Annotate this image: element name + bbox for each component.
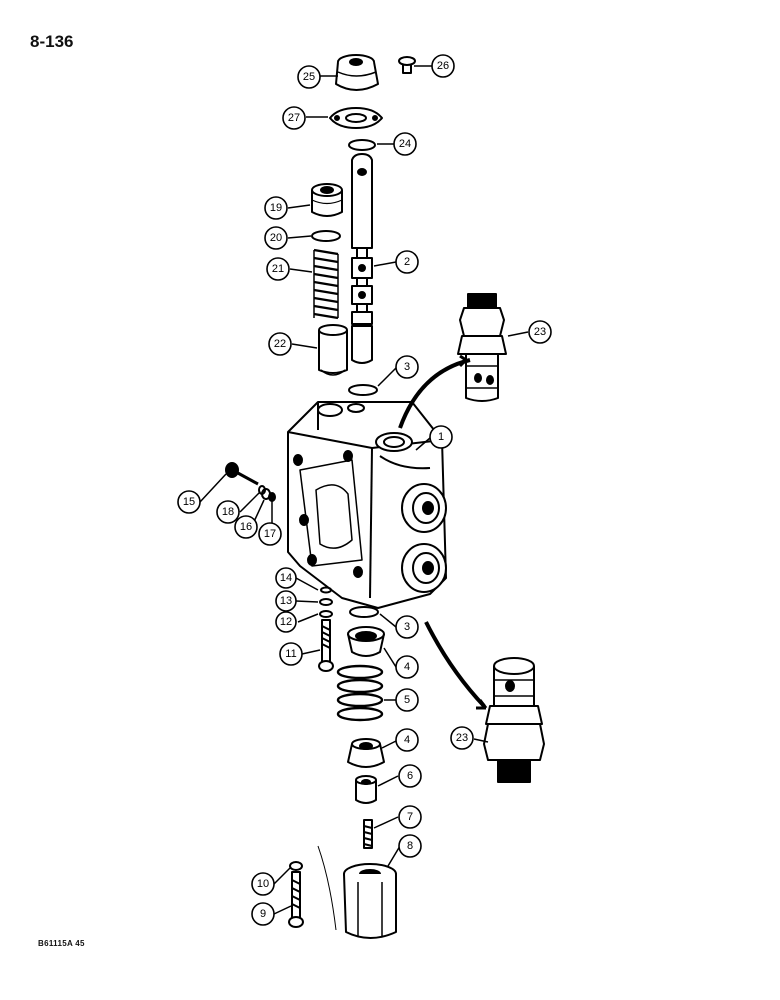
part-ring-24 [348,139,376,151]
part-oring-20 [311,230,341,242]
part-oring-3b [349,606,379,618]
part-ring-12 [319,610,333,618]
page-number: 8-136 [30,32,74,51]
leader-lines [199,65,529,915]
callout-20: 20 [270,232,282,244]
figure-code: B61115A 45 [38,939,85,948]
part-top-cap [335,54,379,91]
part-plug [311,183,343,217]
part-ring-17 [268,492,276,502]
part-relief-cartridge-lower [483,657,545,783]
part-ring-13 [319,598,333,606]
callout-3-upper: 3 [404,361,410,373]
part-sleeve [318,324,348,376]
callout-23-lower: 23 [456,732,468,744]
callout-19: 19 [270,202,282,214]
part-valve-body [287,401,447,609]
part-oring-3a [348,384,378,396]
part-spool [351,153,373,364]
callout-23-upper: 23 [534,326,546,338]
part-pin-15 [225,462,259,486]
callout-16: 16 [240,521,252,533]
callout-7: 7 [407,811,413,823]
callout-11: 11 [285,648,296,660]
callout-17: 17 [264,528,276,540]
callout-10: 10 [257,878,269,890]
part-end-cap [317,845,397,939]
part-bushing [355,775,377,804]
part-washer-10 [289,861,303,871]
callout-2: 2 [404,256,410,268]
arrow-to-upper-cartridge [398,358,471,429]
callout-18: 18 [222,506,234,518]
callout-14: 14 [280,572,292,584]
callout-circles [177,54,552,926]
callout-26: 26 [437,60,449,72]
callout-25: 25 [303,71,315,83]
part-spring-5 [336,664,384,722]
callout-8: 8 [407,840,413,852]
callout-13: 13 [280,595,292,607]
callout-5: 5 [404,694,410,706]
callout-9: 9 [260,908,266,920]
callout-6: 6 [407,770,413,782]
part-cup-4a [347,626,385,657]
callout-4-lower: 4 [404,734,410,746]
callout-15: 15 [183,496,195,508]
callout-12: 12 [280,616,292,628]
callout-1: 1 [438,431,444,443]
part-small-screw [398,56,416,74]
callout-22: 22 [274,338,286,350]
callout-27: 27 [288,112,300,124]
part-relief-cartridge-upper [457,293,507,402]
part-spring-21 [313,248,339,320]
part-cup-4b [347,738,385,768]
callout-24: 24 [399,138,411,150]
callout-21: 21 [272,263,284,275]
part-screw-7 [363,819,373,849]
callout-3-lower: 3 [404,621,410,633]
arrow-to-lower-cartridge [424,621,486,708]
part-bolt-9 [288,871,304,928]
part-bolt-11 [318,619,334,672]
callout-4-upper: 4 [404,661,410,673]
part-ring-14 [320,586,332,594]
part-gasket [329,107,383,129]
